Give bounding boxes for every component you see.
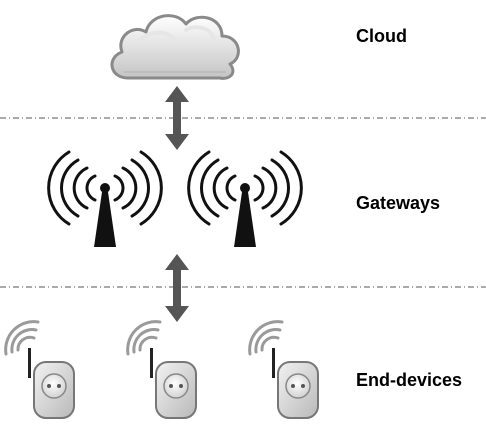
- double-arrow-icon: [165, 86, 189, 150]
- antenna-tower-icon: [47, 150, 163, 247]
- smart-plug-icon: [4, 320, 75, 419]
- antenna-tower-icon: [187, 150, 303, 247]
- layer-label-gateways: Gateways: [356, 193, 441, 213]
- smart-plug-icon: [248, 320, 319, 419]
- double-arrow-icon: [165, 254, 189, 322]
- smart-plug-icon: [126, 320, 197, 419]
- layer-label-cloud: Cloud: [356, 26, 407, 46]
- cloud-icon: [110, 14, 240, 80]
- layer-label-end-devices: End-devices: [356, 370, 463, 390]
